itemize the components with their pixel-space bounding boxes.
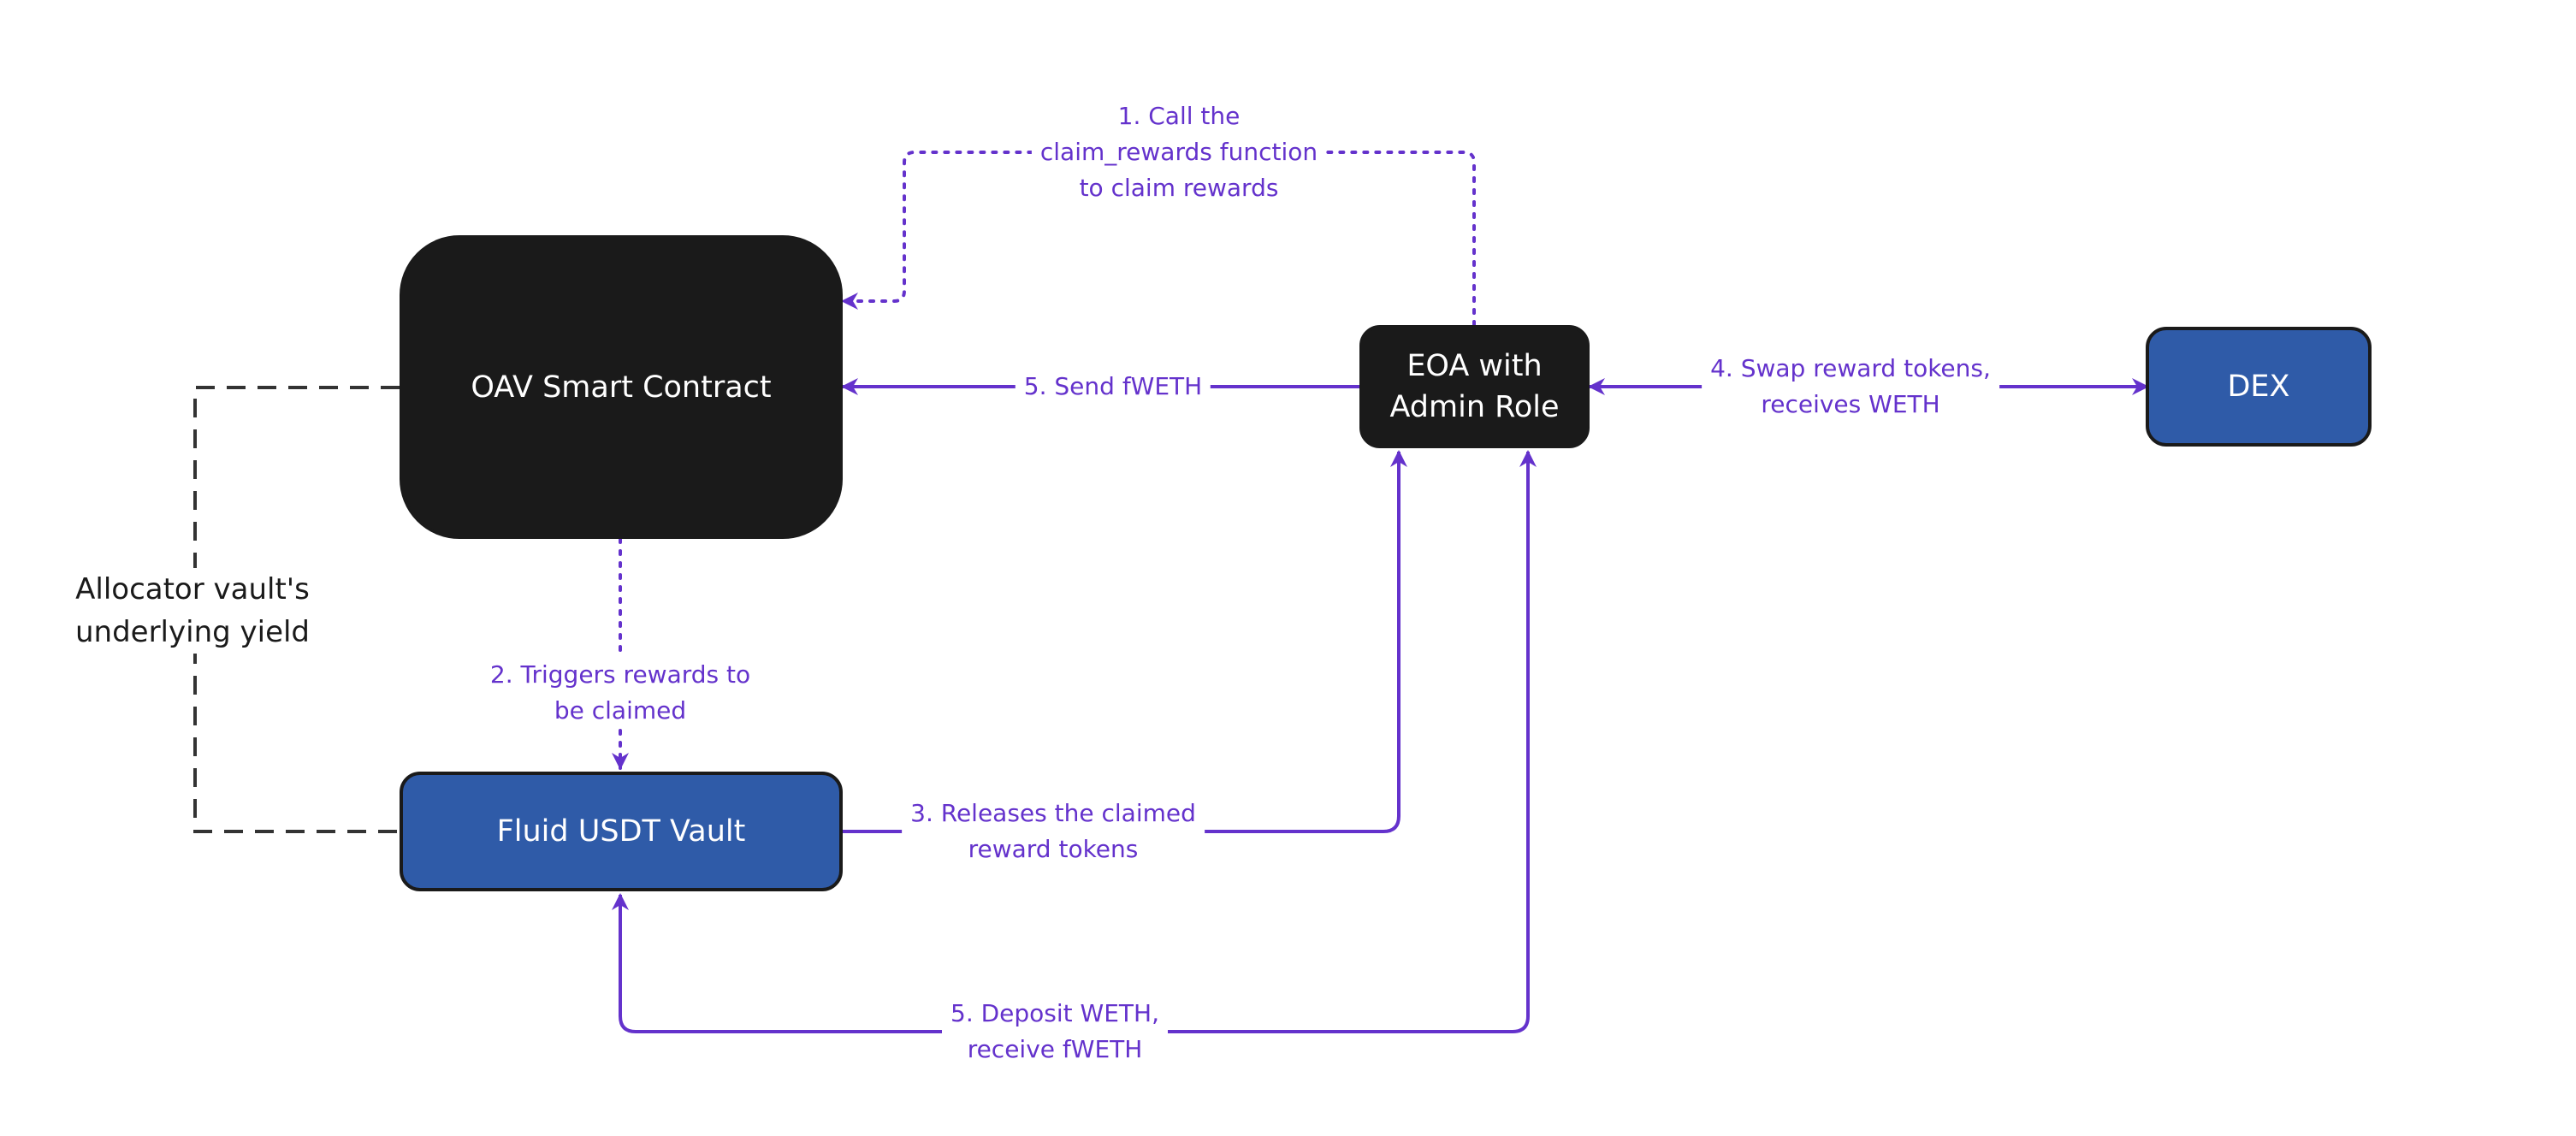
edge-claim-call xyxy=(841,151,1476,327)
edge-label-swap: 4. Swap reward tokens, receives WETH xyxy=(1702,351,1999,423)
eoa-admin-node: EOA with Admin Role xyxy=(1359,325,1590,448)
edge-label-send-fweth: 5. Send fWETH xyxy=(1015,369,1211,405)
fluid-usdt-vault-node: Fluid USDT Vault xyxy=(400,772,843,891)
yield-connector xyxy=(193,386,400,833)
edge-label-deposit: 5. Deposit WETH, receive fWETH xyxy=(942,996,1168,1068)
dex-node: DEX xyxy=(2146,327,2372,447)
fluid-label: Fluid USDT Vault xyxy=(496,814,746,849)
edge-label-triggers: 2. Triggers rewards to be claimed xyxy=(481,657,760,729)
dex-label: DEX xyxy=(2227,370,2290,404)
edge-label-releases: 3. Releases the claimed reward tokens xyxy=(902,796,1205,867)
eoa-label: EOA with Admin Role xyxy=(1389,349,1560,424)
oav-label: OAV Smart Contract xyxy=(471,370,772,405)
edge-releases xyxy=(843,450,1407,833)
edge-label-claim-call: 1. Call the claim_rewards function to cl… xyxy=(1031,98,1327,206)
edge-label-yield: Allocator vault's underlying yield xyxy=(66,568,319,654)
oav-smart-contract-node: OAV Smart Contract xyxy=(400,235,843,539)
